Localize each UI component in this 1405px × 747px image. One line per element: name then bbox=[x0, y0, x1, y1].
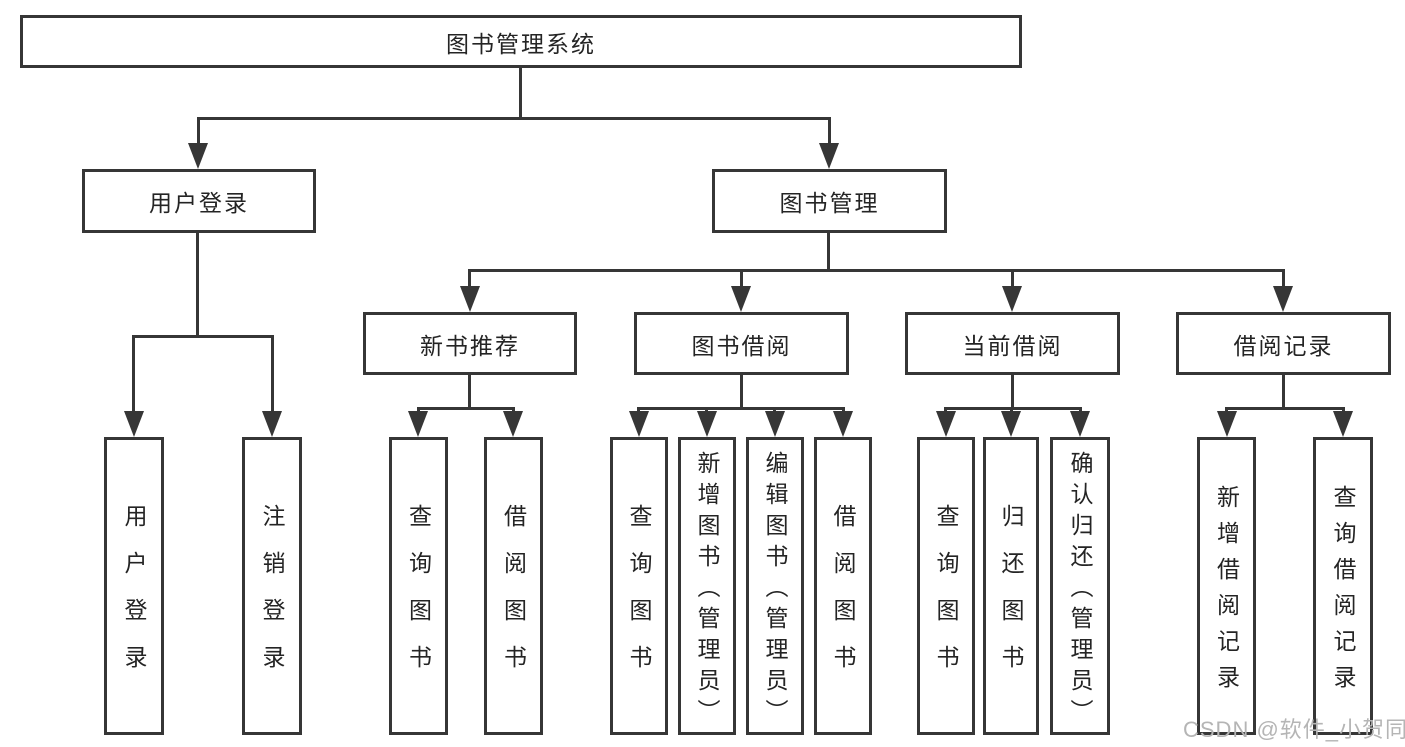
leaf-query-books-3: 查询图书 bbox=[917, 437, 975, 735]
node-root-label: 图书管理系统 bbox=[446, 30, 596, 57]
connector-line bbox=[512, 407, 515, 413]
connector-line bbox=[944, 407, 1082, 410]
leaf-query-borrow-record: 查询借阅记录 bbox=[1313, 437, 1373, 735]
leaf-add-books-admin-label: 新增图书（管理员） bbox=[694, 450, 720, 730]
arrowhead-icon bbox=[936, 411, 956, 437]
leaf-query-books-3-label: 查询图书 bbox=[933, 504, 959, 692]
leaf-add-books-admin: 新增图书（管理员） bbox=[678, 437, 736, 735]
node-new-book-recommend: 新书推荐 bbox=[363, 312, 577, 375]
arrowhead-icon bbox=[819, 143, 839, 169]
node-root: 图书管理系统 bbox=[20, 15, 1022, 68]
leaf-logout: 注销登录 bbox=[242, 437, 302, 735]
connector-line bbox=[828, 117, 831, 145]
connector-line bbox=[740, 375, 743, 409]
leaf-confirm-return-admin-label: 确认归还（管理员） bbox=[1067, 450, 1093, 730]
leaf-borrow-books-2-label: 借阅图书 bbox=[830, 504, 856, 692]
node-current-borrow: 当前借阅 bbox=[905, 312, 1120, 375]
connector-line bbox=[1342, 407, 1345, 413]
node-user-login-label: 用户登录 bbox=[149, 190, 249, 216]
arrowhead-icon bbox=[1002, 286, 1022, 312]
leaf-return-books-label: 归还图书 bbox=[998, 504, 1024, 692]
connector-line bbox=[1011, 375, 1014, 409]
arrowhead-icon bbox=[503, 411, 523, 437]
arrowhead-icon bbox=[124, 411, 144, 437]
connector-line bbox=[197, 117, 831, 120]
arrowhead-icon bbox=[1001, 411, 1021, 437]
arrowhead-icon bbox=[1273, 286, 1293, 312]
leaf-query-books-1: 查询图书 bbox=[389, 437, 448, 735]
leaf-query-books-2-label: 查询图书 bbox=[626, 504, 652, 692]
node-book-management-label: 图书管理 bbox=[779, 190, 880, 216]
node-current-borrow-label: 当前借阅 bbox=[962, 332, 1063, 359]
arrowhead-icon bbox=[833, 411, 853, 437]
connector-line bbox=[637, 407, 845, 410]
leaf-user-login-label: 用户登录 bbox=[121, 504, 147, 692]
arrowhead-icon bbox=[765, 411, 785, 437]
arrowhead-icon bbox=[697, 411, 717, 437]
leaf-borrow-books-1-label: 借阅图书 bbox=[500, 504, 527, 692]
connector-line bbox=[196, 233, 199, 337]
connector-line bbox=[468, 269, 1284, 272]
leaf-edit-books-admin-label: 编辑图书（管理员） bbox=[762, 450, 788, 730]
leaf-query-books-1-label: 查询图书 bbox=[405, 504, 432, 692]
connector-line bbox=[740, 269, 743, 288]
leaf-user-login: 用户登录 bbox=[104, 437, 164, 735]
connector-line bbox=[842, 407, 845, 413]
connector-line bbox=[1010, 407, 1013, 413]
leaf-confirm-return-admin: 确认归还（管理员） bbox=[1050, 437, 1110, 735]
connector-line bbox=[1282, 375, 1285, 409]
connector-line bbox=[773, 407, 776, 413]
leaf-logout-label: 注销登录 bbox=[259, 504, 285, 692]
connector-line bbox=[132, 335, 274, 338]
leaf-borrow-books-1: 借阅图书 bbox=[484, 437, 543, 735]
arrowhead-icon bbox=[262, 411, 282, 437]
leaf-return-books: 归还图书 bbox=[983, 437, 1039, 735]
leaf-query-books-2: 查询图书 bbox=[610, 437, 668, 735]
connector-line bbox=[271, 335, 274, 413]
arrowhead-icon bbox=[1217, 411, 1237, 437]
arrowhead-icon bbox=[629, 411, 649, 437]
arrowhead-icon bbox=[1070, 411, 1090, 437]
connector-line bbox=[468, 375, 471, 409]
node-borrow-records-label: 借阅记录 bbox=[1233, 332, 1334, 359]
leaf-query-borrow-record-label: 查询借阅记录 bbox=[1330, 484, 1356, 701]
connector-line bbox=[519, 68, 522, 118]
connector-line bbox=[827, 233, 830, 271]
node-book-borrow: 图书借阅 bbox=[634, 312, 849, 375]
connector-line bbox=[944, 407, 947, 413]
connector-line bbox=[132, 335, 135, 413]
arrowhead-icon bbox=[1333, 411, 1353, 437]
connector-line bbox=[637, 407, 640, 413]
node-book-management: 图书管理 bbox=[712, 169, 947, 233]
connector-line bbox=[1225, 407, 1345, 410]
leaf-add-borrow-record: 新增借阅记录 bbox=[1197, 437, 1256, 735]
connector-line bbox=[417, 407, 420, 413]
arrowhead-icon bbox=[188, 143, 208, 169]
connector-line bbox=[417, 407, 515, 410]
connector-line bbox=[1079, 407, 1082, 413]
csdn-watermark: CSDN @软件_小贺同学 bbox=[1183, 717, 1405, 742]
leaf-borrow-books-2: 借阅图书 bbox=[814, 437, 872, 735]
leaf-add-borrow-record-label: 新增借阅记录 bbox=[1213, 484, 1240, 701]
connector-line bbox=[197, 117, 200, 145]
arrowhead-icon bbox=[731, 286, 751, 312]
arrowhead-icon bbox=[408, 411, 428, 437]
node-user-login: 用户登录 bbox=[82, 169, 316, 233]
connector-line bbox=[1225, 407, 1228, 413]
arrowhead-icon bbox=[460, 286, 480, 312]
connector-line bbox=[1282, 269, 1285, 288]
connector-line bbox=[705, 407, 708, 413]
connector-line bbox=[468, 269, 471, 288]
node-new-book-recommend-label: 新书推荐 bbox=[420, 332, 520, 359]
leaf-edit-books-admin: 编辑图书（管理员） bbox=[746, 437, 804, 735]
node-borrow-records: 借阅记录 bbox=[1176, 312, 1391, 375]
node-book-borrow-label: 图书借阅 bbox=[691, 332, 792, 359]
connector-line bbox=[1011, 269, 1014, 288]
